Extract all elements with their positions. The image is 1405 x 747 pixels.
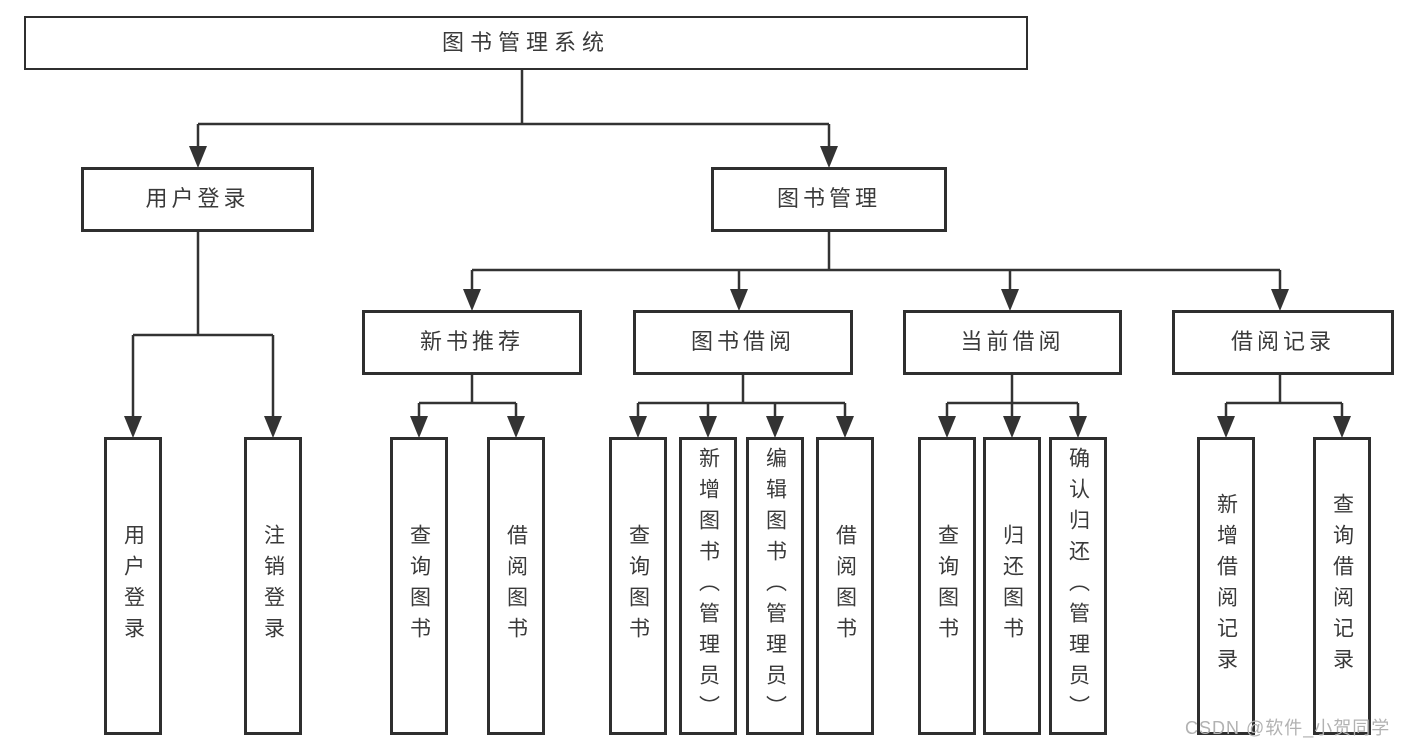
leaf-borrowing-query-books: 查询图书 — [609, 437, 667, 735]
arrowhead — [124, 416, 142, 438]
arrowhead — [410, 416, 428, 438]
leaf-edit-book-admin: 编辑图书（管理员） — [746, 437, 804, 735]
leaf-confirm-return-admin: 确认归还（管理员） — [1049, 437, 1107, 735]
node-new-book-recommend: 新书推荐 — [362, 310, 582, 375]
arrowhead — [1217, 416, 1235, 438]
leaf-recommend-borrow-books: 借阅图书 — [487, 437, 545, 735]
leaf-recommend-query-books: 查询图书 — [390, 437, 448, 735]
arrowhead — [463, 289, 481, 311]
node-library-management-system: 图书管理系统 — [24, 16, 1028, 70]
arrowhead — [189, 146, 207, 168]
arrowhead — [820, 146, 838, 168]
arrowhead — [766, 416, 784, 438]
node-user-login: 用户登录 — [81, 167, 314, 232]
arrowhead — [1333, 416, 1351, 438]
arrowhead — [629, 416, 647, 438]
node-current-borrowing: 当前借阅 — [903, 310, 1122, 375]
leaf-current-query-books: 查询图书 — [918, 437, 976, 735]
arrowhead — [730, 289, 748, 311]
node-borrowing-records: 借阅记录 — [1172, 310, 1394, 375]
csdn-watermark: CSDN @软件_小贺同学 — [1185, 718, 1391, 738]
arrowhead — [1271, 289, 1289, 311]
arrowhead — [1001, 289, 1019, 311]
arrowhead — [1069, 416, 1087, 438]
leaf-return-books: 归还图书 — [983, 437, 1041, 735]
arrowhead — [938, 416, 956, 438]
leaf-borrowing-borrow-books: 借阅图书 — [816, 437, 874, 735]
node-book-borrowing: 图书借阅 — [633, 310, 853, 375]
arrowhead — [699, 416, 717, 438]
arrowhead — [264, 416, 282, 438]
node-book-management: 图书管理 — [711, 167, 947, 232]
leaf-user-login: 用户登录 — [104, 437, 162, 735]
leaf-add-borrow-record: 新增借阅记录 — [1197, 437, 1255, 735]
arrowhead — [507, 416, 525, 438]
leaf-add-book-admin: 新增图书（管理员） — [679, 437, 737, 735]
leaf-logout: 注销登录 — [244, 437, 302, 735]
arrowhead — [1003, 416, 1021, 438]
leaf-query-borrow-record: 查询借阅记录 — [1313, 437, 1371, 735]
arrowhead — [836, 416, 854, 438]
